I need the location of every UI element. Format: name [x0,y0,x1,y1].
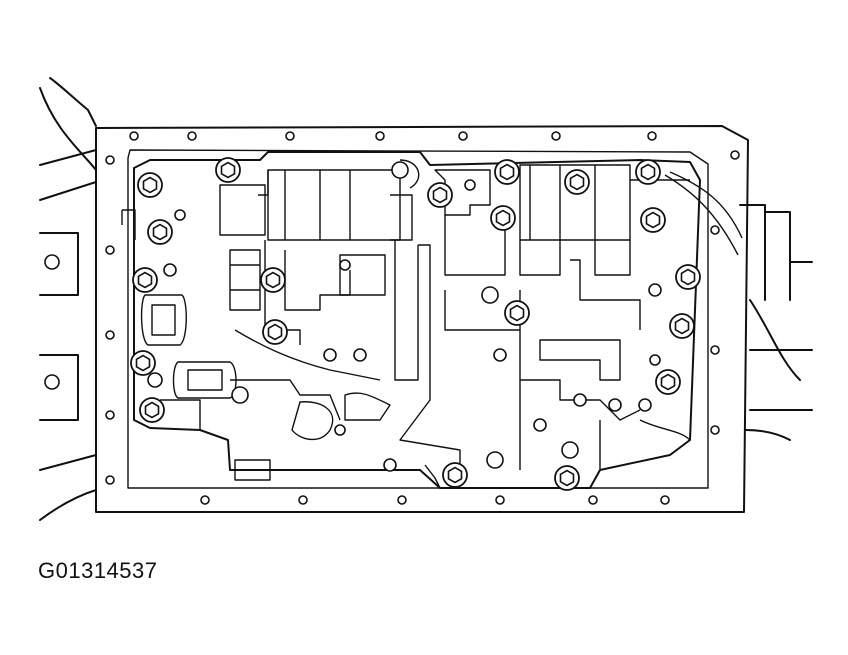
flange-bolt-hole-icon [129,131,139,141]
figure-reference-code: G01314537 [38,558,158,583]
port-icon [648,283,662,297]
case-boss-lower-icon [44,374,60,390]
flange-bolt-hole-icon [647,131,657,141]
port-icon [481,286,499,304]
flange-bolt-hole-icon [285,131,295,141]
flange-bolt-hole-icon [660,495,670,505]
flange-bolt-hole-icon [710,425,720,435]
valve-body-bolt-icon [215,157,241,183]
valve-body-bolt-icon [635,159,661,185]
flange-bolt-hole-icon [298,495,308,505]
flange-bolt-hole-icon [200,495,210,505]
flange-bolt-hole-icon [105,475,115,485]
transmission-case-right [739,204,813,441]
port-icon [163,263,177,277]
port-icon [573,393,587,407]
port-icon [147,372,163,388]
port-icon [334,424,346,436]
flange-bolt-holes [105,131,740,505]
port-icon [608,398,622,412]
port-icon [231,386,249,404]
valve-body-bolt-icon [139,397,165,423]
valve-body-bolt-icon [137,172,163,198]
flange-bolt-hole-icon [375,131,385,141]
valve-body-bolt-icon [442,462,468,488]
valve-body-bolt-icon [147,219,173,245]
valve-body-bolt-icon [427,182,453,208]
port-icon [561,441,579,459]
valve-body-assembly [121,151,743,489]
valve-body-bolt-icon [564,169,590,195]
valve-body-bolts [130,157,701,491]
flange-bolt-hole-icon [458,131,468,141]
port-icon [638,398,652,412]
valve-body-bolt-icon [504,300,530,326]
oil-pan-flange [95,125,749,513]
valve-body-bolt-icon [130,350,156,376]
flange-bolt-hole-icon [105,330,115,340]
port-icon [533,418,547,432]
port-icon [174,209,186,221]
port-icon [353,348,367,362]
flange-bolt-hole-icon [710,225,720,235]
port-icon [339,259,351,271]
port-icon [486,451,504,469]
port-icon [493,348,507,362]
flange-bolt-hole-icon [710,345,720,355]
flange-bolt-hole-icon [551,131,561,141]
valve-body-bolt-icon [260,267,286,293]
oil-pan-gasket-line [127,149,709,489]
flange-bolt-hole-icon [588,495,598,505]
port-icon [391,161,409,179]
flange-bolt-hole-icon [187,131,197,141]
valve-body-bolt-icon [655,369,681,395]
valve-body-bolt-icon [494,159,520,185]
valve-body-bolt-icon [490,205,516,231]
flange-bolt-hole-icon [105,410,115,420]
port-icon [649,354,661,366]
port-icon [323,348,337,362]
transmission-case [39,77,97,521]
flange-bolt-hole-icon [105,155,115,165]
flange-bolt-hole-icon [105,245,115,255]
case-boss-upper-icon [44,254,60,270]
valve-body-bolt-icon [132,267,158,293]
valve-body-bolt-icon [675,264,701,290]
valve-body-bolt-icon [669,313,695,339]
valve-body-bolt-icon [640,207,666,233]
flange-bolt-hole-icon [495,495,505,505]
valve-body-bolt-icon [554,465,580,491]
flange-bolt-hole-icon [397,495,407,505]
valve-body-bolt-icon [262,319,288,345]
port-icon [383,458,397,472]
port-icon [464,179,476,191]
flange-bolt-hole-icon [730,150,740,160]
